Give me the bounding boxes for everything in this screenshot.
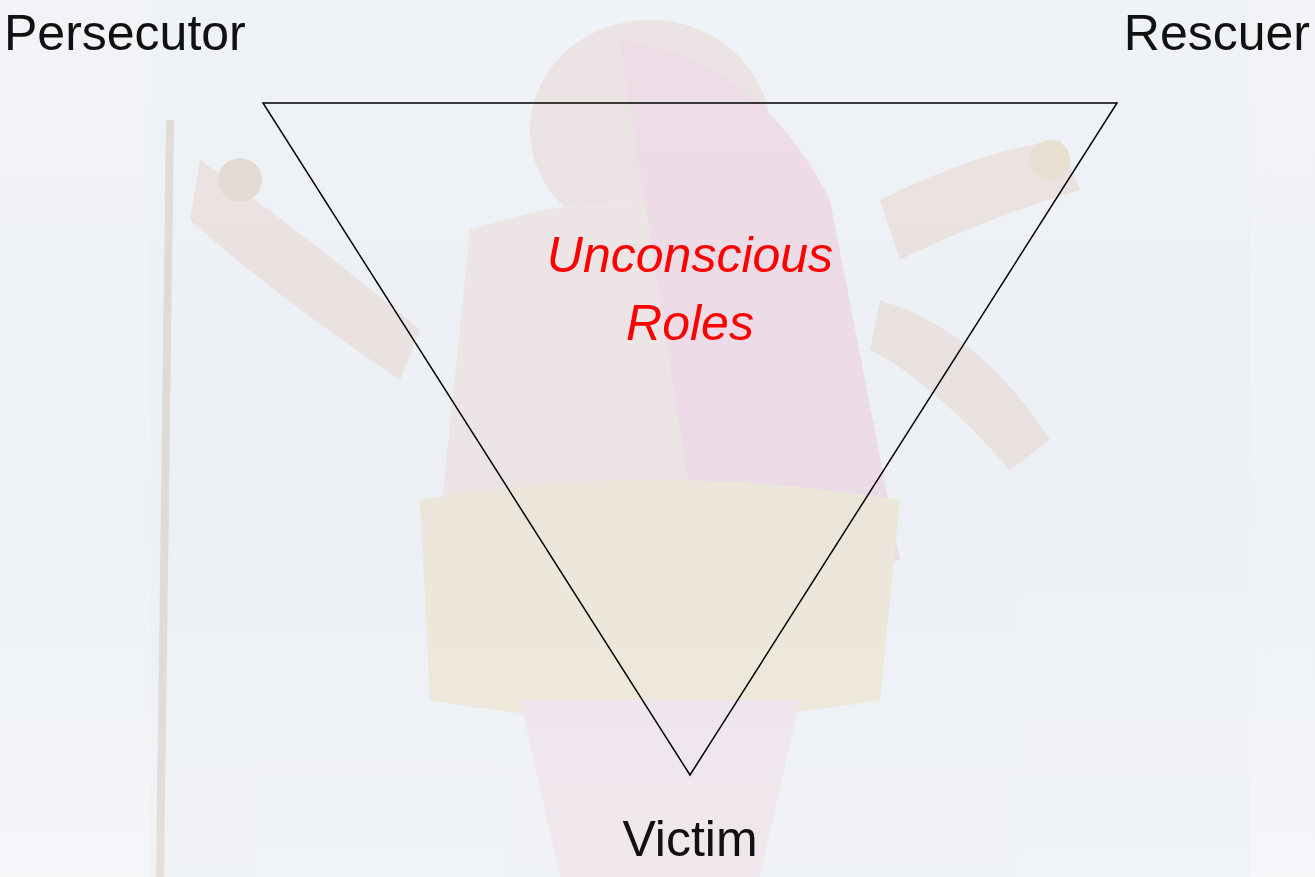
role-label: Victim [622, 812, 757, 867]
role-label: Persecutor [4, 6, 246, 61]
center-caption: Unconscious Roles [510, 222, 870, 357]
inverted-triangle [263, 103, 1117, 775]
role-label: Rescuer [1124, 6, 1310, 61]
